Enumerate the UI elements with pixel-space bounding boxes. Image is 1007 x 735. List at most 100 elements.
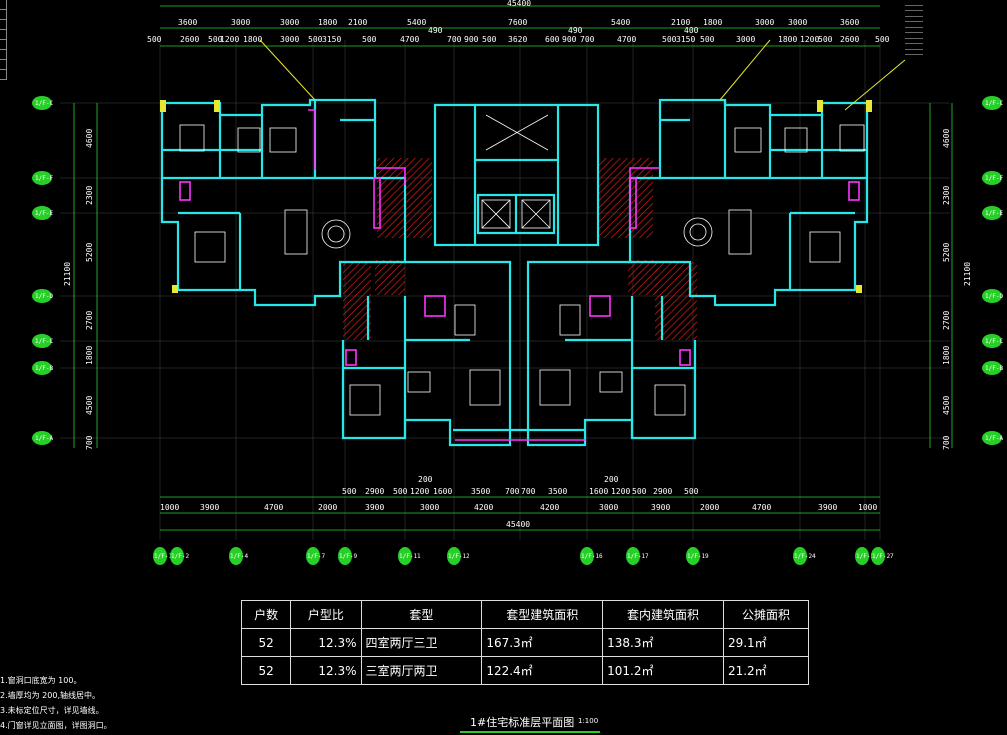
- dim-text: 2100: [348, 18, 367, 27]
- dim-text: 2100: [671, 18, 690, 27]
- note-line: 3.未标定位尺寸，详见墙线。: [0, 706, 104, 715]
- dim-text: 3000: [280, 18, 299, 27]
- table-header: 套型建筑面积: [481, 600, 604, 629]
- dim-text: 3150: [676, 35, 695, 44]
- dim-text: 500: [208, 35, 223, 44]
- dim-text: 500: [362, 35, 377, 44]
- dim-text: 3000: [755, 18, 774, 27]
- axis-bubble: 1/F-B: [32, 361, 53, 375]
- dimension-lines: [73, 5, 953, 531]
- svg-text:1/F-2: 1/F-2: [171, 553, 189, 560]
- dim-text: 3000: [736, 35, 755, 44]
- axis-bubble: 1/F-B: [982, 361, 1003, 375]
- svg-text:1/F-C: 1/F-C: [35, 100, 53, 107]
- svg-text:1/F-E: 1/F-E: [985, 210, 1003, 217]
- svg-text:1/F-C: 1/F-C: [985, 338, 1003, 345]
- dim-text: 3000: [231, 18, 250, 27]
- svg-text:1/F-F: 1/F-F: [985, 175, 1003, 182]
- dim-text: 4700: [752, 503, 771, 512]
- svg-text:1/F-B: 1/F-B: [35, 365, 53, 372]
- drawing-scale: 1:100: [578, 717, 599, 725]
- dim-text: 4700: [264, 503, 283, 512]
- dim-text: 5400: [611, 18, 630, 27]
- dim-text: 1800: [703, 18, 722, 27]
- dim-text: 500: [147, 35, 162, 44]
- table-cell: 52: [240, 628, 292, 657]
- dim-text: 500: [342, 487, 357, 496]
- dim-text: 500: [700, 35, 715, 44]
- right-dimensions: 4600 2300 5200 2700 1800 4500 700 21100: [942, 129, 972, 450]
- svg-text:1/F-12: 1/F-12: [448, 553, 470, 560]
- side-dim-left: 21100: [63, 262, 72, 286]
- svg-text:1/F-C: 1/F-C: [985, 100, 1003, 107]
- dim-text: 4200: [540, 503, 559, 512]
- svg-text:1/F-7: 1/F-7: [307, 553, 325, 560]
- table-row: 52 12.3% 三室两厅两卫 122.4㎡ 101.2㎡ 21.2㎡: [240, 656, 810, 685]
- axis-bubble: 1/F-D: [982, 289, 1003, 303]
- dim-text: 1200: [800, 35, 819, 44]
- dim-text: 3150: [322, 35, 341, 44]
- axis-bubble: 1/F-C: [982, 96, 1003, 110]
- dim-text: 4600: [85, 129, 94, 148]
- dim-text: 3600: [840, 18, 859, 27]
- dim-text: 2300: [85, 186, 94, 205]
- axis-bubble: 1/F-E: [32, 206, 53, 220]
- dim-text: 700: [505, 487, 520, 496]
- dim-text: 1800: [243, 35, 262, 44]
- dim-text: 700: [85, 435, 94, 450]
- table-cell: 21.2㎡: [722, 656, 810, 685]
- svg-text:1/F-A: 1/F-A: [985, 435, 1003, 442]
- dim-text: 3500: [548, 487, 567, 496]
- right-axis-bubbles: 1/F-C 1/F-F 1/F-E 1/F-D 1/F-C 1/F-B 1/F-…: [982, 96, 1003, 445]
- axis-bubble: 1/F-C: [982, 334, 1003, 348]
- axis-bubble: 1/F-24: [793, 547, 816, 565]
- table-cell: 四室两厅三卫: [360, 628, 483, 657]
- dim-text: 200: [604, 475, 619, 484]
- axis-bubble: 1/F-D: [32, 289, 53, 303]
- dim-text: 500: [662, 35, 677, 44]
- svg-text:1/F-E: 1/F-E: [35, 210, 53, 217]
- table-cell: 29.1㎡: [722, 628, 810, 657]
- table-cell: 101.2㎡: [602, 656, 724, 685]
- note-line: 2.墙厚均为 200,轴线居中。: [0, 691, 100, 700]
- dim-text: 400: [684, 26, 699, 35]
- dim-text: 2600: [840, 35, 859, 44]
- dim-text: 1600: [433, 487, 452, 496]
- dim-text: 500: [482, 35, 497, 44]
- svg-text:1/F-19: 1/F-19: [687, 553, 709, 560]
- dim-text: 490: [428, 26, 443, 35]
- dim-text: 2700: [942, 311, 951, 330]
- svg-text:1/F-27: 1/F-27: [872, 553, 894, 560]
- dim-text: 1800: [85, 346, 94, 365]
- overall-dim-top: 45400: [507, 0, 531, 8]
- dim-text: 2600: [180, 35, 199, 44]
- svg-text:1/F-9: 1/F-9: [339, 553, 357, 560]
- table-header-row: 户数 户型比 套型 套型建筑面积 套内建筑面积 公摊面积: [240, 600, 810, 629]
- axis-bubble: 1/F-19: [686, 547, 709, 565]
- svg-text:1/F-26: 1/F-26: [856, 553, 878, 560]
- dim-text: 3620: [508, 35, 527, 44]
- dim-text: 4700: [617, 35, 636, 44]
- magenta-fixtures: [179, 109, 860, 441]
- axis-bubble: 1/F-A: [982, 431, 1003, 445]
- left-dimensions: 4600 2300 5200 2700 1800 4500 700 21100: [63, 129, 94, 450]
- table-cell: 12.3%: [290, 628, 362, 657]
- dim-text: 3900: [651, 503, 670, 512]
- dim-text: 1000: [160, 503, 179, 512]
- dim-text: 2900: [365, 487, 384, 496]
- axis-bubble: 1/F-17: [626, 547, 649, 565]
- dim-text: 3900: [200, 503, 219, 512]
- svg-text:1/F-F: 1/F-F: [35, 175, 53, 182]
- table-row: 52 12.3% 四室两厅三卫 167.3㎡ 138.3㎡ 29.1㎡: [240, 628, 810, 657]
- axis-bubble: 1/F-16: [580, 547, 603, 565]
- svg-text:1/F-4: 1/F-4: [230, 553, 248, 560]
- table-header: 户型比: [290, 600, 362, 629]
- dim-text: 500: [393, 487, 408, 496]
- left-axis-bubbles: 1/F-C 1/F-F 1/F-E 1/F-D 1/F-C 1/F-B 1/F-…: [32, 96, 53, 445]
- axis-bubble: 1/F-27: [871, 547, 894, 565]
- dim-text: 1800: [318, 18, 337, 27]
- axis-bubble: 1/F-9: [338, 547, 357, 565]
- dim-text: 1000: [858, 503, 877, 512]
